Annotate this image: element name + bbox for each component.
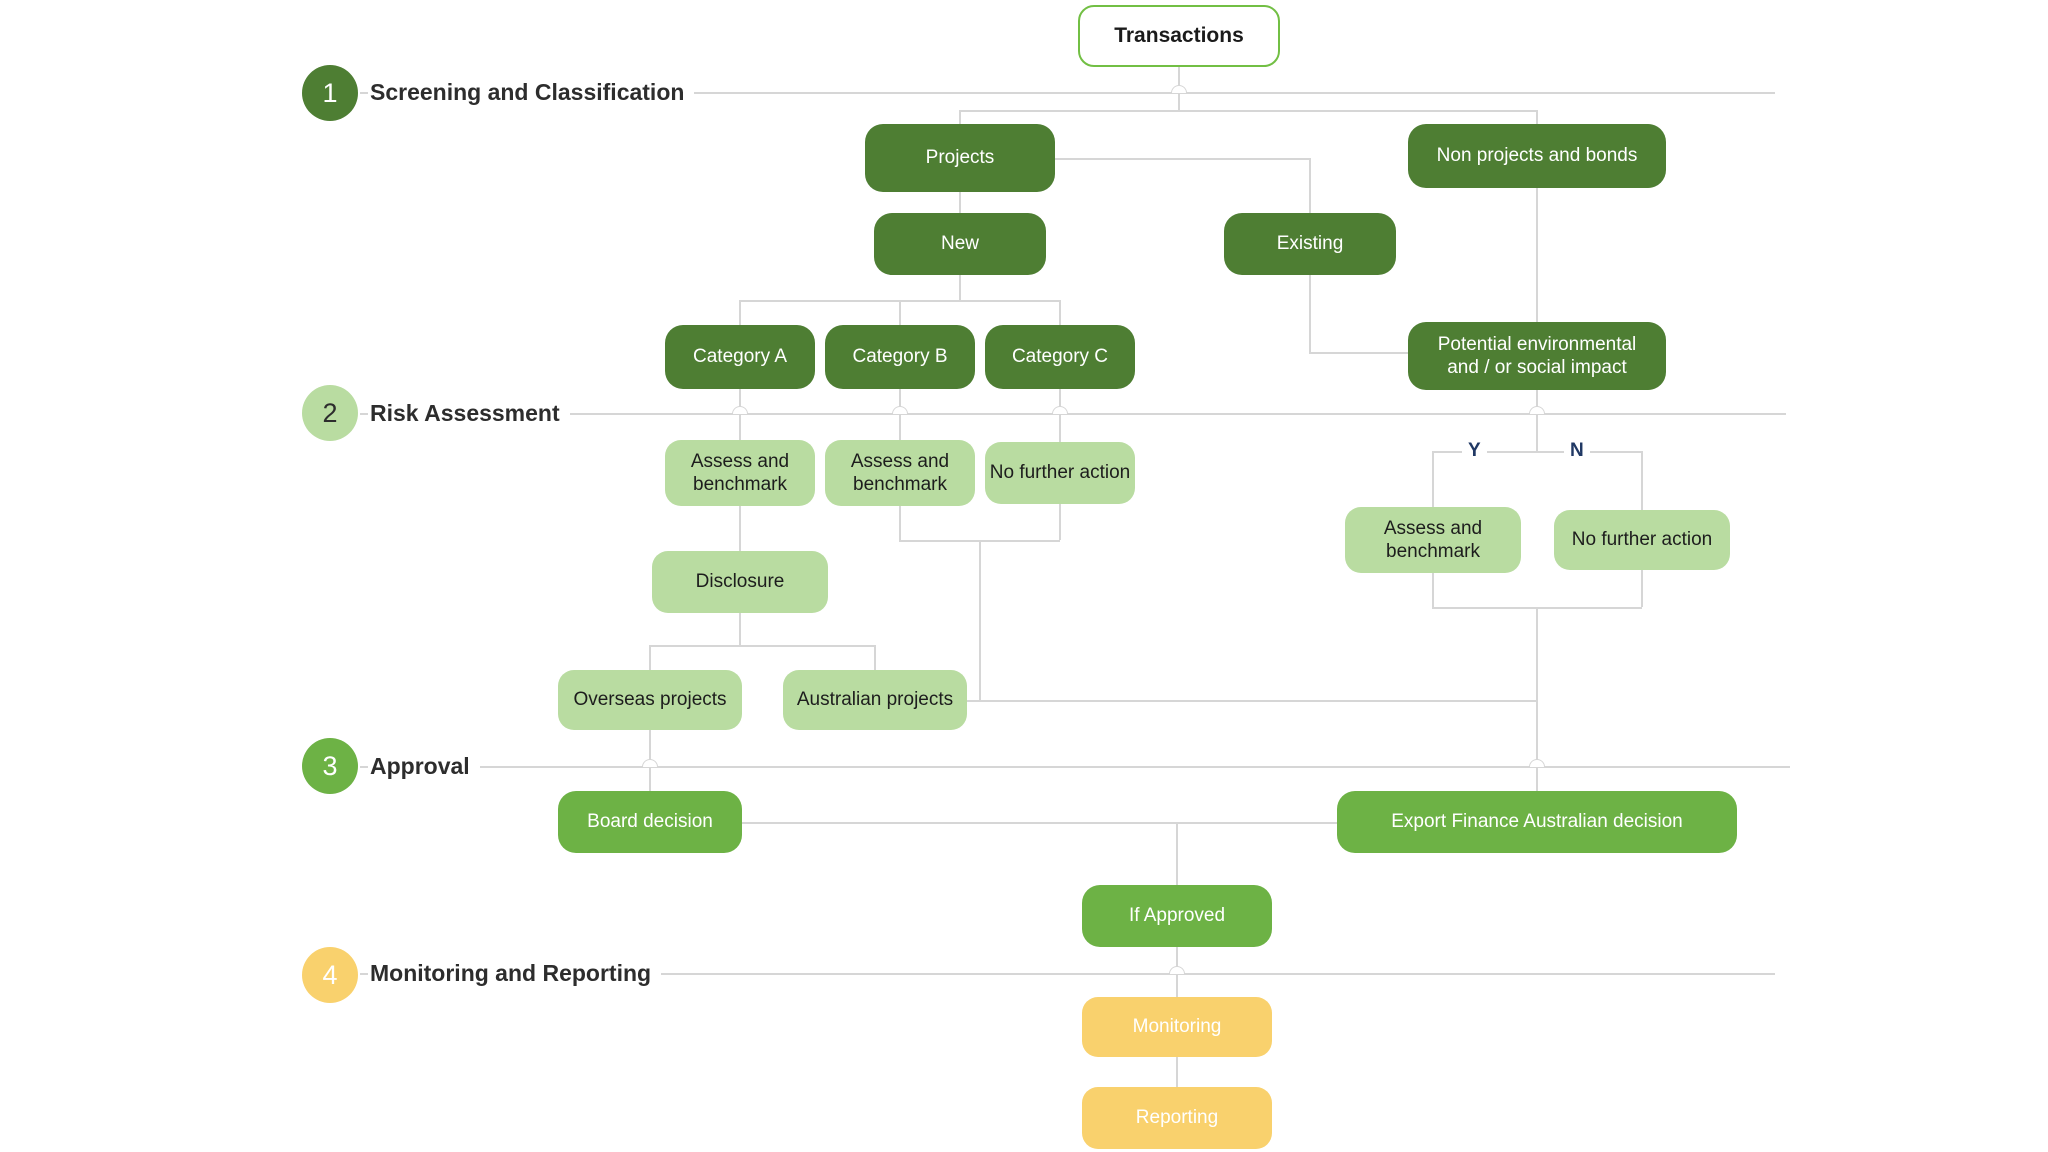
connector-line <box>959 110 961 124</box>
node-non-projects-and-bonds: Non projects and bonds <box>1408 124 1666 188</box>
connector-line <box>899 300 901 325</box>
stage-3-label: Approval <box>368 750 480 782</box>
line-hop <box>1171 85 1187 93</box>
node-overseas-projects: Overseas projects <box>558 670 742 730</box>
connector-line <box>739 613 741 645</box>
connector-line <box>1432 607 1642 609</box>
stage-4-circle: 4 <box>302 947 358 1003</box>
node-export-finance-decision: Export Finance Australian decision <box>1337 791 1737 853</box>
connector-line <box>649 645 651 670</box>
node-assess-benchmark-a: Assess and benchmark <box>665 440 815 506</box>
connector-line <box>959 110 1537 112</box>
connector-line <box>1536 607 1538 791</box>
connector-line <box>1309 275 1311 352</box>
stage-1-circle: 1 <box>302 65 358 121</box>
connector-line <box>1176 822 1178 885</box>
line-hop <box>1052 406 1068 414</box>
line-hop <box>892 406 908 414</box>
stage3-line <box>360 766 1790 768</box>
node-disclosure: Disclosure <box>652 551 828 613</box>
branch-label-yes: Y <box>1462 439 1487 463</box>
connector-line <box>1059 300 1061 325</box>
connector-line <box>1059 504 1061 540</box>
connector-line <box>1432 451 1642 453</box>
stage4-line <box>360 973 1775 975</box>
stage-1-label: Screening and Classification <box>368 76 695 108</box>
connector-line <box>1059 389 1061 442</box>
connector-line <box>1641 570 1643 607</box>
node-category-b: Category B <box>825 325 975 389</box>
branch-label-no: N <box>1564 439 1590 463</box>
stage-1-number: 1 <box>322 77 338 108</box>
node-transactions: Transactions <box>1078 5 1280 67</box>
connector-line <box>1309 352 1408 354</box>
connector-line <box>739 300 741 325</box>
connector-line <box>1055 158 1310 160</box>
connector-line <box>649 645 875 647</box>
node-no-further-action-c: No further action <box>985 442 1135 504</box>
connector-line <box>899 389 901 440</box>
node-assess-benchmark-yes: Assess and benchmark <box>1345 507 1521 573</box>
stage-2-number: 2 <box>322 397 338 428</box>
connector-line <box>899 506 901 540</box>
connector-line <box>1176 1057 1178 1087</box>
connector-line <box>1536 188 1538 322</box>
connector-line <box>1432 573 1434 607</box>
connector-line <box>1309 158 1311 213</box>
connector-line <box>739 506 741 551</box>
connector-line <box>874 645 876 670</box>
node-reporting: Reporting <box>1082 1087 1272 1149</box>
connector-line <box>1536 110 1538 124</box>
node-no-further-action-no: No further action <box>1554 510 1730 570</box>
connector-line <box>739 300 1060 302</box>
line-hop <box>1529 406 1545 414</box>
connector-line <box>742 822 1337 824</box>
stage-4-number: 4 <box>322 959 338 990</box>
line-hop <box>732 406 748 414</box>
node-if-approved: If Approved <box>1082 885 1272 947</box>
node-assess-benchmark-b: Assess and benchmark <box>825 440 975 506</box>
connector-line <box>979 540 981 701</box>
connector-line <box>967 700 1537 702</box>
node-projects: Projects <box>865 124 1055 192</box>
line-hop <box>642 759 658 767</box>
stage-4-label: Monitoring and Reporting <box>368 957 662 989</box>
connector-line <box>899 540 1060 542</box>
line-hop <box>1169 966 1185 974</box>
node-potential-impact: Potential environmental and / or social … <box>1408 322 1666 390</box>
node-monitoring: Monitoring <box>1082 997 1272 1057</box>
connector-line <box>959 192 961 213</box>
stage-3-number: 3 <box>322 750 338 781</box>
connector-line <box>1432 451 1434 507</box>
connector-line <box>739 389 741 440</box>
stage-3-circle: 3 <box>302 738 358 794</box>
connector-line <box>1641 451 1643 510</box>
node-new: New <box>874 213 1046 275</box>
stage1-line <box>360 92 1775 94</box>
node-category-a: Category A <box>665 325 815 389</box>
node-board-decision: Board decision <box>558 791 742 853</box>
node-existing: Existing <box>1224 213 1396 275</box>
connector-line <box>959 275 961 300</box>
line-hop <box>1529 759 1545 767</box>
node-category-c: Category C <box>985 325 1135 389</box>
stage-2-circle: 2 <box>302 385 358 441</box>
node-australian-projects: Australian projects <box>783 670 967 730</box>
connector-line <box>1536 390 1538 451</box>
stage-2-label: Risk Assessment <box>368 397 570 429</box>
stage2-line <box>360 413 1786 415</box>
